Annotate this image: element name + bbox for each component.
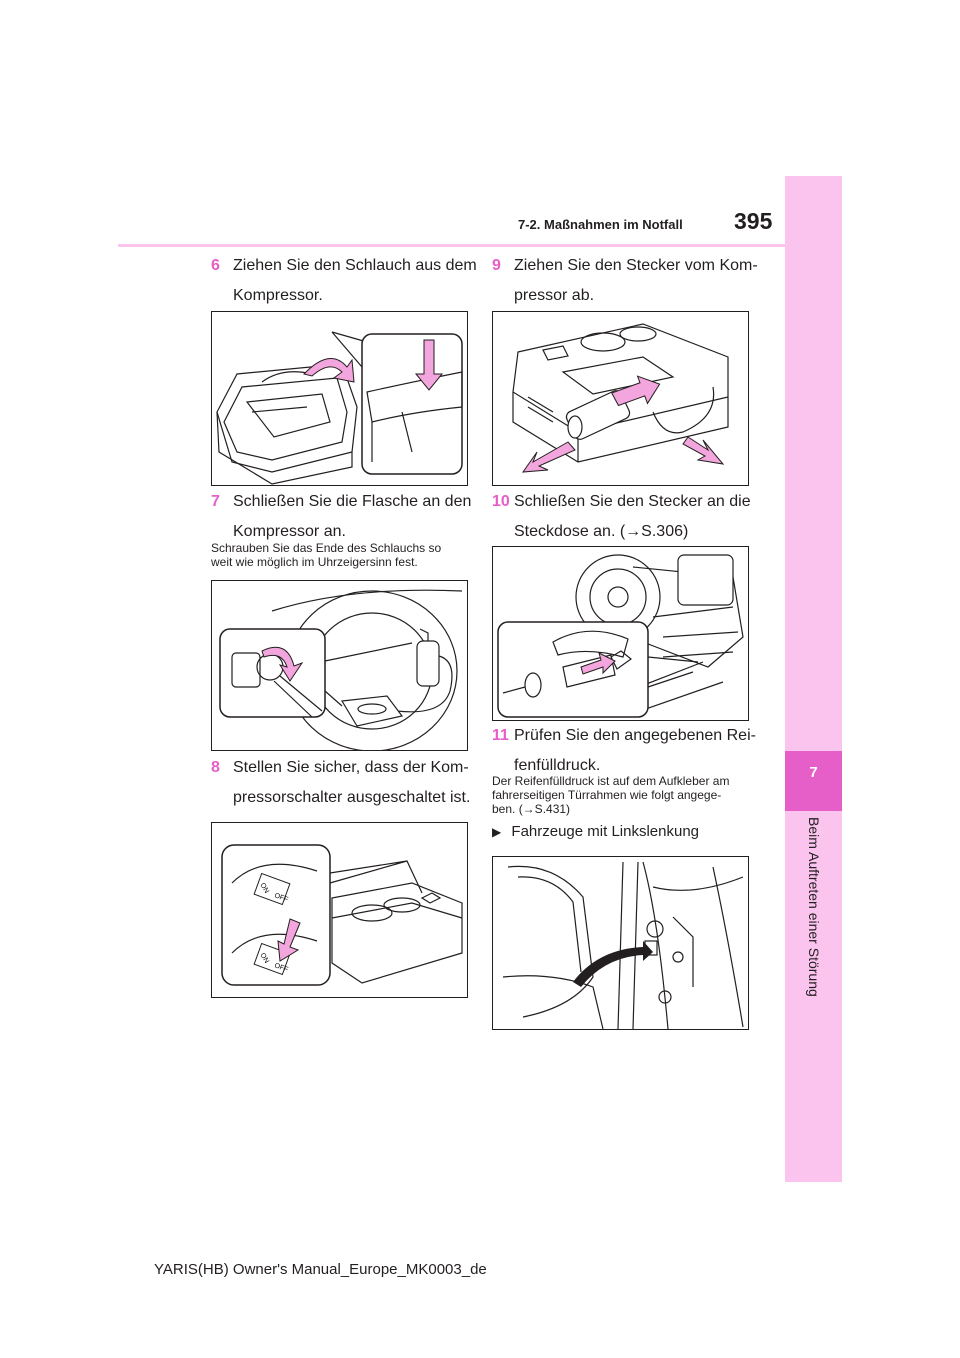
step-11: 11 Prüfen Sie den angegebenen Rei- fenfü… — [492, 721, 756, 781]
figure-connect-socket — [492, 546, 749, 721]
step-6: 6 Ziehen Sie den Schlauch aus dem Kompre… — [211, 251, 477, 311]
step-text-cont: pressorschalter ausgeschaltet ist. — [233, 789, 471, 806]
chapter-sidebar — [785, 176, 842, 1182]
lhd-bullet: ▶ Fahrzeuge mit Linkslenkung — [492, 817, 699, 847]
section-title: 7-2. Maßnahmen im Notfall — [518, 217, 683, 232]
footer-manual-id: YARIS(HB) Owner's Manual_Europe_MK0003_d… — [154, 1261, 487, 1278]
step-text-cont: Steckdose an. (→S.306) — [514, 523, 689, 540]
step-7: 7 Schließen Sie die Flasche an den Kompr… — [211, 487, 471, 547]
step-text: Ziehen Sie den Schlauch aus dem — [233, 257, 477, 274]
step-text-cont: fenfülldruck. — [514, 757, 601, 774]
switch-off-label: OFF — [273, 962, 289, 973]
step-8: 8 Stellen Sie sicher, dass der Kom- pres… — [211, 753, 470, 813]
step-text: Stellen Sie sicher, dass der Kom- — [233, 759, 469, 776]
step-number: 9 — [492, 257, 501, 274]
step-number: 8 — [211, 759, 220, 776]
note-line: fahrerseitigen Türrahmen wie folgt angeg… — [492, 788, 722, 802]
chapter-number-box — [785, 751, 842, 811]
figure-door-frame-label — [492, 856, 749, 1030]
triangle-bullet-icon: ▶ — [492, 825, 502, 839]
step-number: 7 — [211, 493, 220, 510]
step-number: 6 — [211, 257, 220, 274]
step-text: Ziehen Sie den Stecker vom Kom- — [514, 257, 758, 274]
step-text-cont: pressor ab. — [514, 287, 595, 304]
step-11-note: Der Reifenfülldruck ist auf dem Aufklebe… — [492, 774, 729, 816]
step-number: 10 — [492, 493, 510, 510]
step-7-note: Schrauben Sie das Ende des Schlauchs so … — [211, 541, 441, 569]
figure-unplug-compressor — [492, 311, 749, 486]
note-line: Schrauben Sie das Ende des Schlauchs so — [211, 541, 442, 555]
switch-off-label: OFF — [273, 892, 289, 903]
switch-on-label: ON — [259, 882, 270, 895]
step-text-cont: Kompressor an. — [233, 523, 346, 540]
chapter-title: Beim Auftreten einer Störung — [806, 817, 822, 997]
figure-remove-hose — [211, 311, 468, 486]
page-number: 395 — [734, 208, 773, 234]
note-line: weit wie möglich im Uhrzeigersinn fest. — [211, 555, 418, 569]
figure-compressor-switch: ON OFF ON OFF — [211, 822, 468, 998]
figure-connect-bottle — [211, 580, 468, 751]
switch-on-label: ON — [259, 952, 270, 965]
note-line: Der Reifenfülldruck ist auf dem Aufklebe… — [492, 774, 730, 788]
step-text: Prüfen Sie den angegebenen Rei- — [514, 727, 756, 744]
note-line: ben. (→S.431) — [492, 802, 571, 816]
chapter-number: 7 — [809, 764, 818, 781]
header-rule — [118, 244, 785, 247]
step-number: 11 — [492, 727, 509, 744]
step-text-cont: Kompressor. — [233, 287, 323, 304]
bullet-text: Fahrzeuge mit Linkslenkung — [511, 823, 700, 840]
step-9: 9 Ziehen Sie den Stecker vom Kom- presso… — [492, 251, 758, 311]
step-10: 10 Schließen Sie den Stecker an die Stec… — [492, 487, 751, 547]
step-text: Schließen Sie die Flasche an den — [233, 493, 472, 510]
step-text: Schließen Sie den Stecker an die — [514, 493, 751, 510]
